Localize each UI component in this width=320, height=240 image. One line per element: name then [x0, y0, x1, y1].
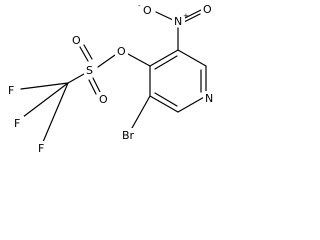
bond-nnitro-o-top-double: [183, 13, 201, 23]
bond-n1-c6: [177, 95, 207, 113]
atom-o-nitro-top: O: [203, 3, 212, 16]
bond-c6-c5: [149, 95, 179, 113]
atom-n-ring: N: [205, 92, 213, 105]
atom-f-bottom-left: F: [14, 117, 20, 130]
bond-c-f-bottomleft: [22, 82, 69, 118]
bond-c4-oester: [127, 53, 151, 67]
atom-o-sulfonyl-bottom: O: [99, 93, 108, 106]
atom-o-sulfonyl-top: O: [72, 34, 81, 47]
bond-c4-c3: [149, 49, 179, 67]
bond-c5-br: [131, 95, 151, 129]
bond-c3-c2: [177, 49, 207, 67]
atom-s: S: [86, 64, 93, 77]
bonds: [20, 9, 207, 143]
bond-oester-s: [97, 54, 116, 68]
atom-o-ester: O: [117, 45, 126, 58]
charge-n-nitro: +: [183, 12, 189, 20]
bond-s-o-top-double: [83, 44, 93, 60]
bond-s-cf3: [67, 73, 85, 84]
bond-c6-c5-inner: [154, 92, 178, 107]
bond-s-o-bottom: [92, 77, 101, 93]
bond-s-o-bottom-double: [88, 79, 97, 95]
atom-f-left: F: [8, 84, 14, 97]
bond-c4-c3-inner: [154, 55, 178, 70]
charge-o-nitro-minus: -: [138, 2, 141, 10]
bond-c-f-bottom: [42, 82, 69, 143]
bond-c-f-left: [20, 82, 69, 90]
bond-nnitro-o-minus: [155, 11, 174, 21]
structure-diagram: N + O O - O S O O F F F N Br: [6, 2, 216, 155]
bond-s-o-top: [79, 46, 89, 62]
atom-o-nitro-minus: O: [143, 4, 152, 17]
atom-n-nitro: N: [174, 15, 182, 28]
atom-br: Br: [122, 129, 135, 142]
atom-f-bottom: F: [38, 142, 44, 155]
atoms: N + O O - O S O O F F F N Br: [6, 2, 216, 155]
bond-nnitro-o-top: [184, 9, 202, 19]
